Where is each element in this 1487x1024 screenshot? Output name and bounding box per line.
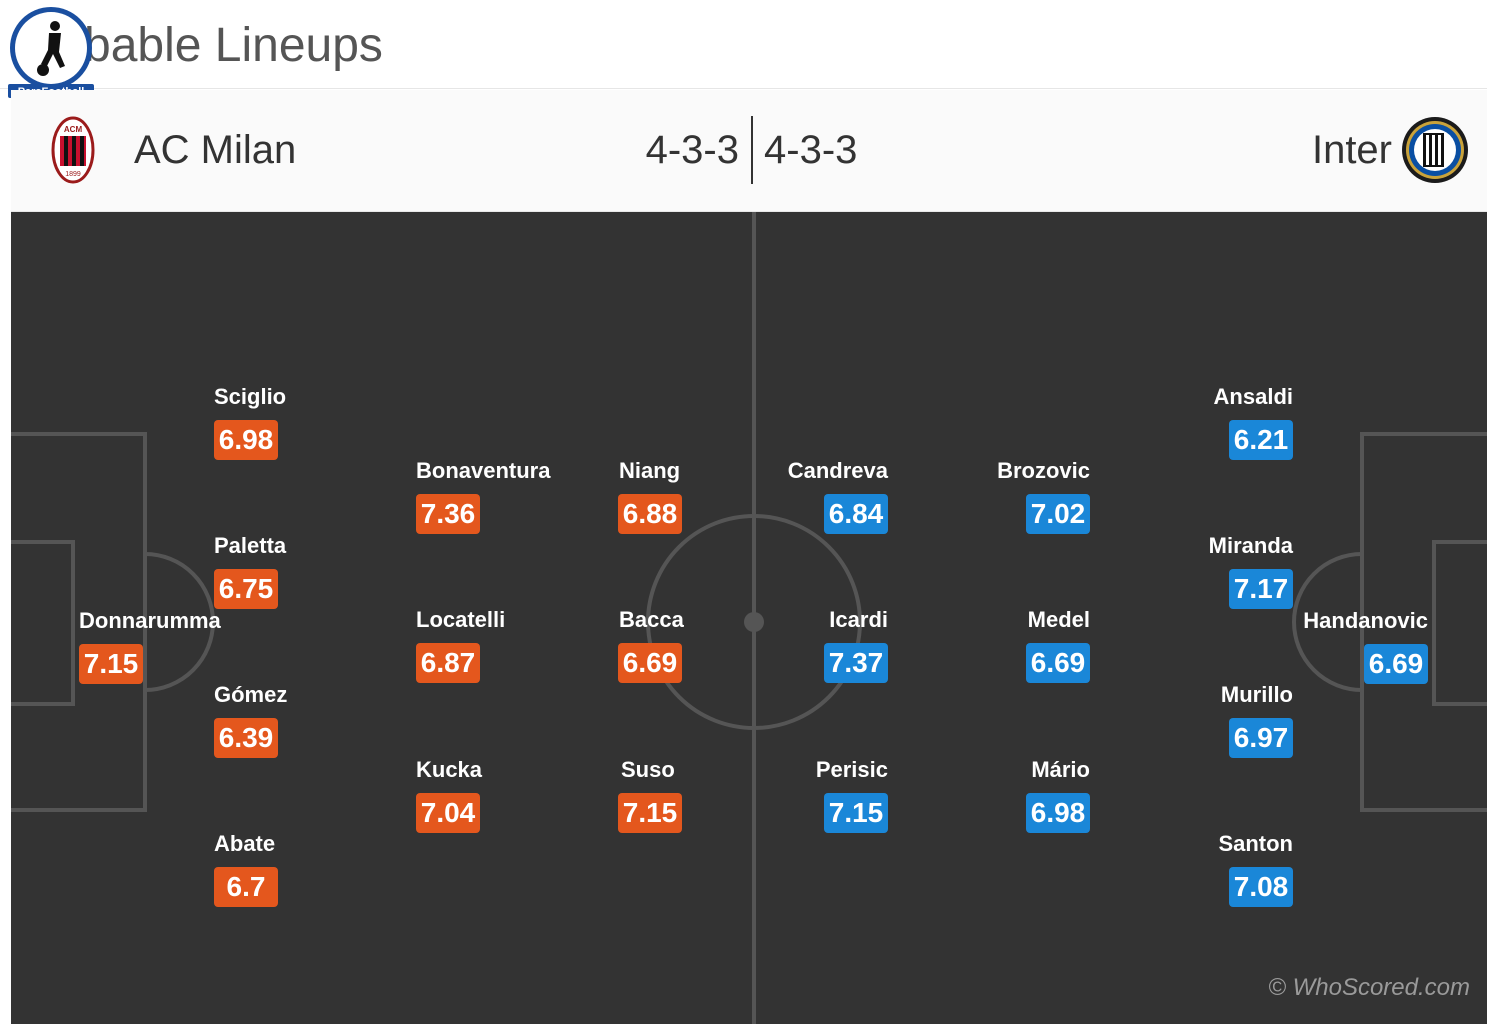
player-rating: 6.88 — [618, 494, 682, 534]
player-name: Abate — [214, 831, 276, 856]
player-name: Locatelli — [416, 607, 506, 632]
player-rating: 6.98 — [214, 420, 278, 460]
player-rating: 7.17 — [1229, 569, 1293, 609]
pitch-markings — [11, 212, 1487, 1024]
player-rating: 6.87 — [416, 643, 480, 683]
away-formation: 4-3-3 — [764, 128, 858, 172]
player-name: Sciglio — [214, 384, 287, 409]
player-rating: 6.98 — [1026, 793, 1090, 833]
player-rating: 6.39 — [214, 718, 278, 758]
pitch: Donnarumma 7.15 Sciglio 6.98 Paletta 6.7… — [11, 212, 1487, 1024]
player-name: Bonaventura — [416, 458, 551, 483]
player-name: Santon — [1218, 831, 1293, 856]
player-name: Suso — [621, 757, 675, 782]
ac-milan-crest-icon: ACM 1899 — [51, 116, 95, 189]
player-rating: 7.04 — [416, 793, 480, 833]
player-name: Handanovic — [1303, 608, 1428, 633]
player-rating: 7.37 — [824, 643, 888, 683]
player-name: Niang — [619, 458, 681, 483]
svg-text:1899: 1899 — [65, 171, 81, 178]
player-rating: 6.69 — [1026, 643, 1090, 683]
whoscored-credit: © WhoScored.com — [1268, 974, 1470, 1001]
player-name: Candreva — [787, 458, 888, 483]
home-formation: 4-3-3 — [645, 128, 739, 172]
player-rating: 7.15 — [824, 793, 888, 833]
player-name: Icardi — [829, 607, 888, 632]
player-rating: 6.69 — [1364, 644, 1428, 684]
title-bar: bable Lineups — [0, 0, 1487, 89]
team-header: ACM 1899 AC Milan 4-3-3 4-3-3 Inter — [11, 90, 1487, 212]
player-rating: 6.21 — [1229, 420, 1293, 460]
player-name: Gómez — [214, 682, 288, 707]
svg-text:ACM: ACM — [64, 125, 83, 134]
away-team-name: Inter — [1311, 128, 1392, 172]
player-rating: 7.02 — [1026, 494, 1090, 534]
player-rating: 6.84 — [824, 494, 888, 534]
player-rating: 6.7 — [214, 867, 278, 907]
player-name: Brozovic — [997, 458, 1090, 483]
player-name: Perisic — [815, 757, 888, 782]
player-name: Ansaldi — [1213, 384, 1293, 409]
player-rating: 6.69 — [618, 643, 682, 683]
page-title: bable Lineups — [84, 19, 383, 72]
player-name: Kucka — [416, 757, 483, 782]
player-rating: 6.75 — [214, 569, 278, 609]
player-rating: 7.36 — [416, 494, 480, 534]
player-rating: 7.15 — [618, 793, 682, 833]
player-rating: 7.08 — [1229, 867, 1293, 907]
formation-divider — [751, 116, 753, 184]
player-name: Miranda — [1208, 533, 1293, 558]
inter-crest-icon — [1401, 116, 1469, 189]
player-name: Murillo — [1220, 682, 1293, 707]
player-name: Bacca — [619, 607, 684, 632]
player-name: Mário — [1031, 757, 1090, 782]
player-rating: 7.15 — [79, 644, 143, 684]
player-name: Medel — [1027, 607, 1090, 632]
home-team-name: AC Milan — [134, 128, 297, 172]
player-name: Paletta — [214, 533, 287, 558]
player-rating: 6.97 — [1229, 718, 1293, 758]
player-name: Donnarumma — [79, 608, 221, 633]
